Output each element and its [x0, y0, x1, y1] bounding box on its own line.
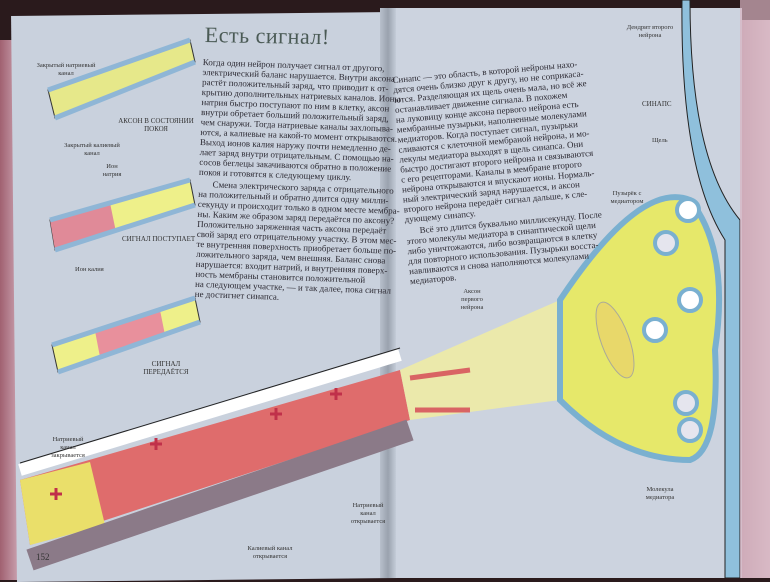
label-axon-first-neuron: Аксон первого нейрона: [460, 288, 484, 311]
label-sodium-channel-closing: Натриевый канал закрывается: [51, 436, 85, 459]
page-number: 152: [36, 552, 50, 562]
page-title: Есть сигнал!: [204, 22, 330, 50]
large-axon-illustration: [18, 300, 560, 571]
label-vesicle: Пузырёк с медиатором: [610, 190, 644, 205]
paragraph: Когда один нейрон получает сигнал от дру…: [199, 57, 405, 184]
left-body-text: Когда один нейрон получает сигнал от дру…: [195, 57, 405, 306]
label-axon-rest: АКСОН В СОСТОЯНИИ ПОКОЯ: [118, 117, 194, 133]
label-signal-transmitted: СИГНАЛ ПЕРЕДАЁТСЯ: [143, 360, 189, 376]
plus-charge-icon: [150, 438, 162, 450]
label-cleft: Щель: [652, 137, 668, 144]
paragraph: Синапс — это область, в которой нейроны …: [392, 58, 601, 225]
label-mediator-molecule: Молекула медиатора: [645, 486, 675, 501]
axon-signal-arrives-illustration: [49, 177, 196, 253]
paragraph: Смена электрического заряда с отрицатель…: [195, 179, 401, 306]
plus-charge-icon: [330, 388, 342, 400]
label-potassium-channel-opening: Калиевый канал открывается: [247, 545, 293, 560]
label-dendrite: Дендрит второго нейрона: [626, 24, 674, 39]
plus-charge-icon: [50, 488, 62, 500]
axon-signal-transmitted-illustration: [51, 295, 201, 375]
label-closed-sodium-channel: Закрытый натриевый канал: [36, 62, 96, 77]
label-sodium-ion: Ион натрия: [102, 163, 122, 178]
synapse-terminal-illustration: [557, 0, 770, 578]
label-sodium-channel-opening: Натриевый канал открывается: [350, 502, 386, 525]
label-potassium-ion: Ион калия: [75, 266, 104, 273]
axon-rest-illustration: [47, 37, 196, 121]
label-closed-potassium-channel: Закрытый калиевый канал: [64, 142, 120, 157]
right-body-text: Синапс — это область, в которой нейроны …: [392, 58, 607, 286]
plus-charge-icon: [270, 408, 282, 420]
label-signal-arrives: СИГНАЛ ПОСТУПАЕТ: [122, 235, 196, 243]
label-synapse: СИНАПС: [642, 100, 672, 108]
